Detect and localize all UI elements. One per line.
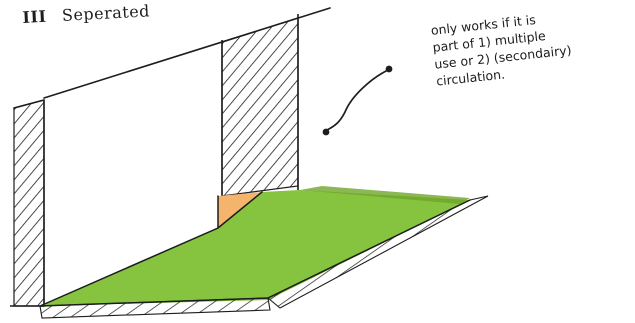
middle-hatched-column — [222, 18, 298, 196]
leader-dot-bottom — [323, 129, 330, 136]
green-floor — [40, 190, 470, 306]
annotation-leader — [327, 70, 388, 130]
leader-dot-top — [386, 66, 393, 73]
left-hatched-wall — [14, 100, 44, 306]
